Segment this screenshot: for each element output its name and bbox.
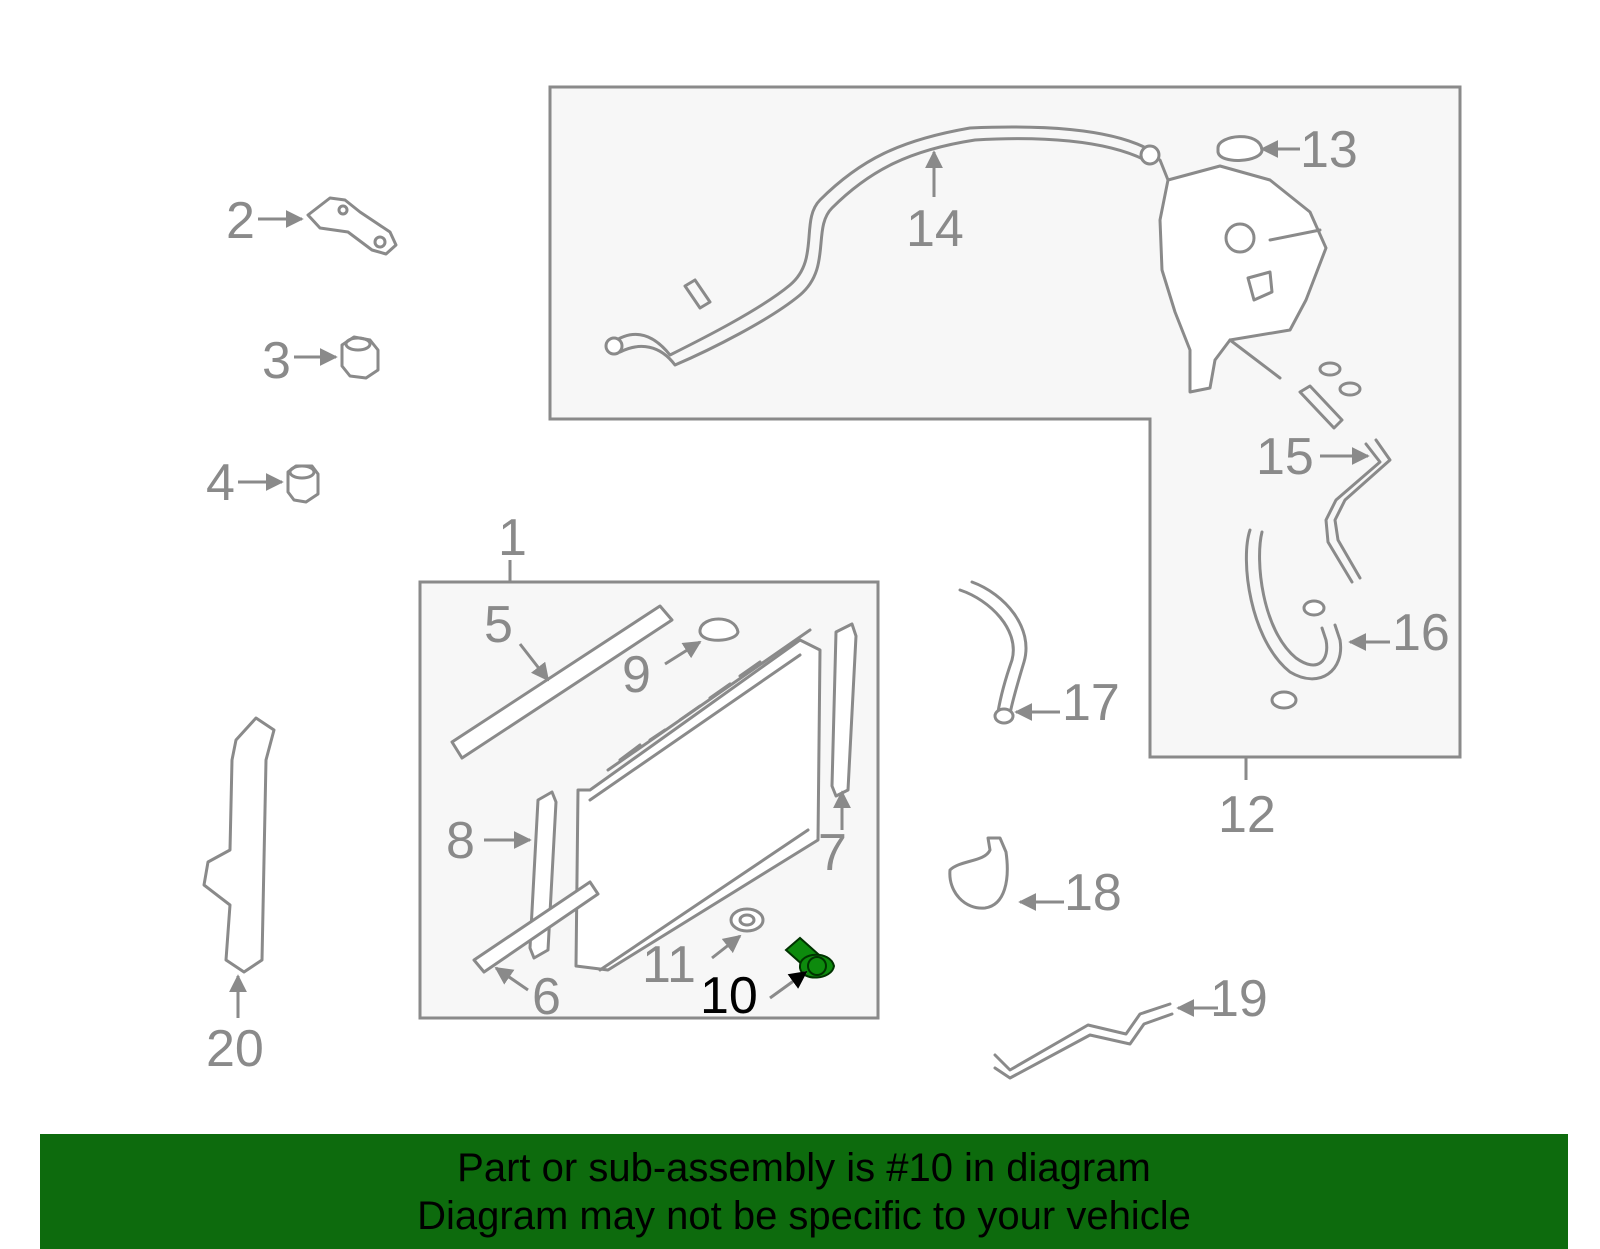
part-11-washer: [729, 907, 765, 933]
callout-8: 8: [446, 812, 475, 870]
part-2-bracket: [306, 196, 398, 256]
part-13-cap: [1216, 135, 1264, 162]
callout-20: 20: [206, 1020, 264, 1078]
radiator-core: [574, 628, 822, 972]
callout-11: 11: [642, 936, 696, 994]
callout-15: 15: [1256, 428, 1314, 486]
callout-16: 16: [1392, 604, 1450, 662]
banner-line-2: Diagram may not be specific to your vehi…: [417, 1194, 1191, 1238]
part-14-hose: [604, 125, 1161, 367]
callout-3: 3: [262, 332, 291, 390]
callout-13: 13: [1300, 121, 1358, 179]
part-19-pipe: [993, 1002, 1174, 1080]
part-15-pipe: [1298, 361, 1392, 584]
part-12-reservoir-tank: [1158, 158, 1328, 394]
callout-17: 17: [1062, 674, 1120, 732]
callout-4: 4: [206, 454, 235, 512]
part-18-hose: [948, 836, 1009, 910]
part-4-mount: [286, 464, 320, 504]
callout-9: 9: [622, 646, 651, 704]
callout-6: 6: [532, 968, 561, 1026]
callout-14: 14: [906, 200, 964, 258]
callout-12: 12: [1218, 786, 1276, 844]
part-10-bolt[interactable]: [784, 936, 836, 979]
info-banner: Part or sub-assembly is #10 in diagram D…: [40, 1134, 1568, 1249]
part-16-hose: [1244, 528, 1343, 710]
callout-1: 1: [498, 509, 527, 567]
part-3-mount: [340, 335, 380, 380]
part-17-hose: [958, 580, 1028, 725]
part-9-cap: [698, 617, 740, 642]
callout-18: 18: [1064, 864, 1122, 922]
callout-10: 10: [700, 967, 758, 1025]
banner-line-1: Part or sub-assembly is #10 in diagram: [457, 1146, 1151, 1190]
callout-5: 5: [484, 596, 513, 654]
part-6-strip: [472, 880, 600, 974]
callout-19: 19: [1210, 970, 1268, 1028]
part-7-strip: [830, 622, 858, 798]
callout-7: 7: [818, 824, 847, 882]
callout-2: 2: [226, 192, 255, 250]
part-20-bracket: [202, 716, 276, 974]
part-5-strip: [450, 604, 674, 760]
